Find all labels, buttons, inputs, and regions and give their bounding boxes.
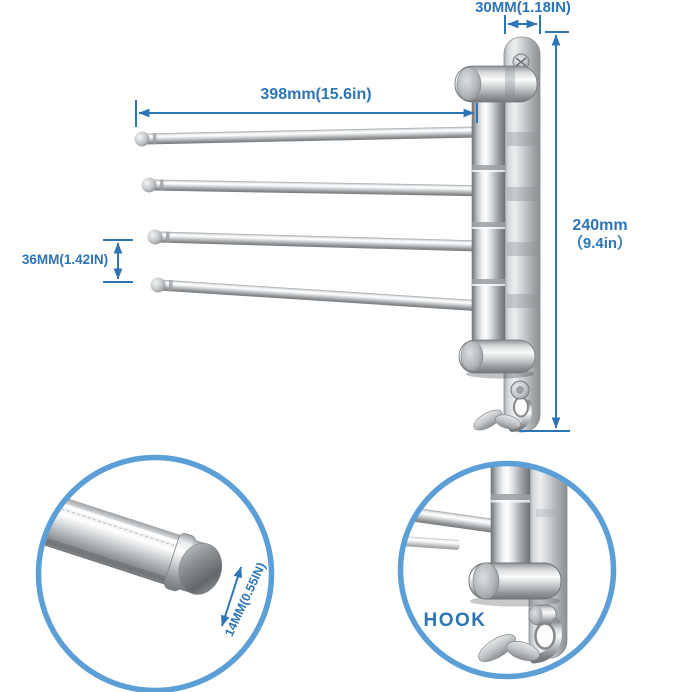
hook-closeup — [478, 617, 562, 664]
screw-pin-closeup — [528, 604, 557, 626]
rack-main-view — [134, 36, 541, 433]
bottom-screw — [510, 380, 530, 400]
swivel-post — [471, 95, 506, 347]
dim-arm-length-line — [135, 100, 478, 127]
callout-circle-border — [35, 454, 275, 692]
hook-cutout-closeup — [534, 622, 556, 650]
dim-arm-spacing-label: 36MM(1.42IN) — [21, 252, 109, 267]
bar-end-cap — [141, 177, 157, 193]
bar-end-cap — [134, 131, 150, 147]
swivel-bar-1 — [134, 126, 480, 147]
bottom-pivot-cylinder — [458, 339, 536, 379]
bar-end-cap — [147, 229, 163, 245]
dimension-lines — [103, 15, 570, 432]
brand-mark — [536, 509, 560, 517]
hook-cutout — [513, 396, 529, 418]
dim-arm-spacing-line — [103, 239, 133, 283]
dim-height-line — [519, 31, 570, 432]
dim-height-in-label: （9.4in） — [567, 235, 633, 252]
swivel-bar-4 — [150, 277, 482, 312]
callout-hook — [397, 460, 617, 680]
swivel-bar-2 — [141, 177, 481, 197]
callout-bar-end — [35, 454, 275, 692]
top-pivot-cylinder — [454, 65, 538, 103]
dim-arm-length-label: 398mm(15.6in) — [260, 86, 372, 103]
post-closeup — [490, 466, 531, 575]
dim-bar-diameter-line — [221, 566, 242, 627]
end-cap-dome — [178, 542, 223, 595]
dim-height-mm-label: 240mm — [572, 217, 628, 234]
callout-circle-border — [397, 460, 617, 680]
bottom-hook — [473, 396, 532, 432]
swivel-bar-3 — [147, 229, 481, 252]
bar-end-cap — [150, 277, 166, 293]
dim-bracket-width-label: 30MM(1.18IN) — [475, 0, 571, 16]
post-joint-seams — [472, 165, 505, 286]
dim-bracket-width-line — [504, 15, 541, 34]
hook-callout-label: HOOK — [423, 610, 487, 631]
